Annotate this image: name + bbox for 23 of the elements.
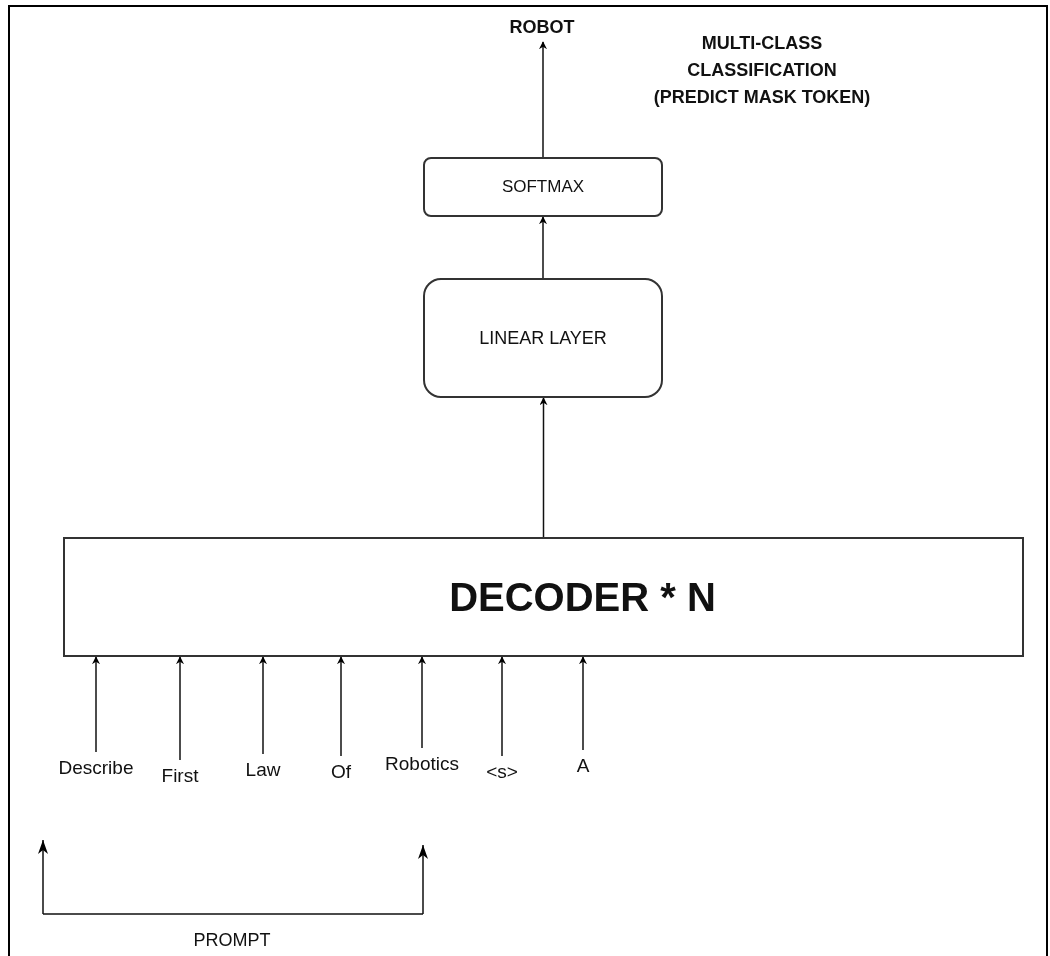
- arrow: [92, 656, 100, 753]
- note-label: MULTI-CLASS CLASSIFICATION (PREDICT MASK TOKEN): [652, 32, 872, 109]
- arrow: [259, 656, 267, 755]
- arrow: [498, 656, 506, 757]
- token-label: Of: [320, 756, 362, 788]
- output-label: ROBOT: [492, 12, 592, 42]
- decoder-block: DECODER * N: [63, 537, 1024, 657]
- token-label: Describe: [50, 752, 142, 784]
- token-label: Law: [236, 754, 290, 786]
- arrow: [539, 216, 547, 279]
- arrow: [539, 397, 548, 538]
- token-label: <s>: [478, 756, 526, 788]
- token-label: Robotics: [372, 748, 472, 780]
- arrow: [579, 656, 587, 751]
- arrow: [539, 41, 547, 158]
- arrow: [337, 656, 345, 757]
- token-label: First: [152, 760, 208, 792]
- process-box: LINEAR LAYER: [423, 278, 663, 398]
- token-label: A: [566, 750, 600, 782]
- process-box: SOFTMAX: [423, 157, 663, 217]
- arrow: [418, 656, 426, 749]
- bracket-label: PROMPT: [192, 930, 272, 952]
- arrow: [176, 656, 184, 761]
